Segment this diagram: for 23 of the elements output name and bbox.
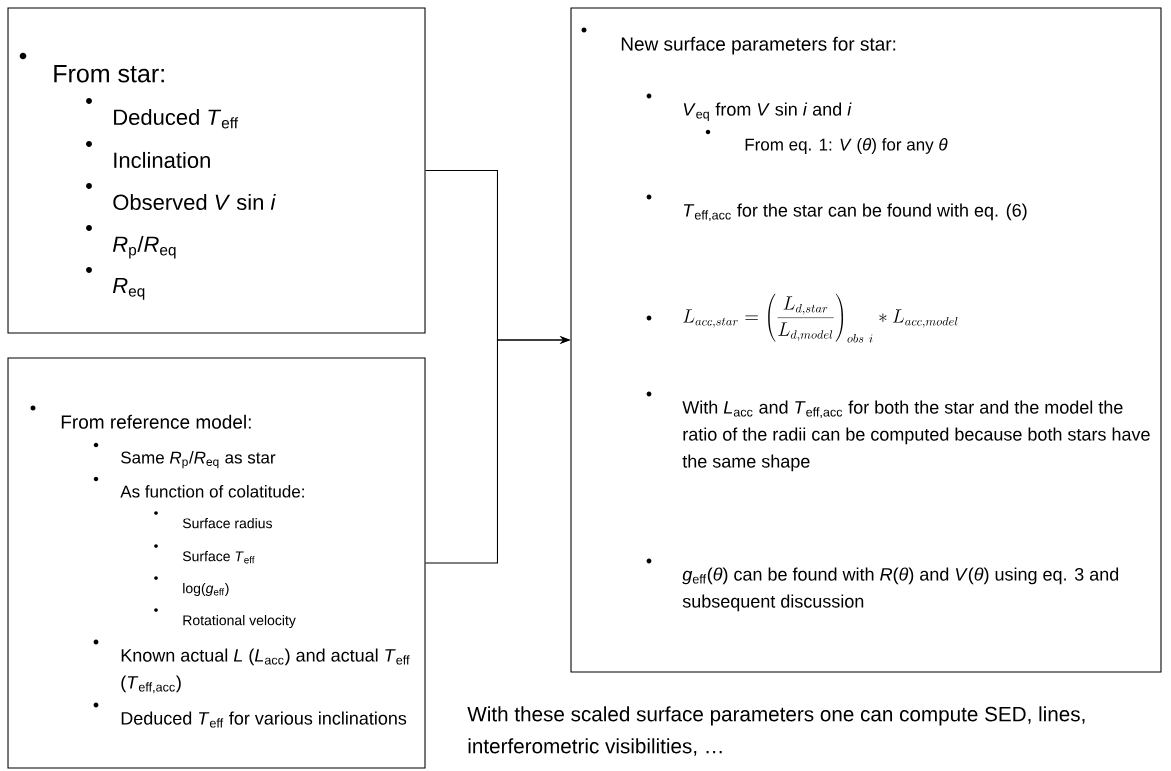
item-text: From eq. 1: V (θ) for any θ xyxy=(745,138,948,154)
item-text: From reference model: xyxy=(61,414,251,429)
item-text: From star: xyxy=(54,65,164,83)
item-text: Deduced T$_{eff}$ xyxy=(114,108,239,129)
item-text: New surface parameters for star: xyxy=(621,36,896,55)
item-text: g$_{eff}$(θ) can be found with R(θ) and V(θ) using eq. 3 and subsequent discussion xyxy=(682,567,1119,612)
item-text: As function of colatitude: xyxy=(120,485,304,498)
item-text: Surface T$_{eff}$ xyxy=(182,551,255,564)
note-text: With these scaled surface parameters one can compute SED, lines, interferometric visibilities, … xyxy=(467,706,1085,756)
item-text: Known actual L (L$_{acc}$) and actual T$_{eff}$ (T$_{eff,acc}$) xyxy=(121,648,410,694)
item-text: R$_{eq}$ xyxy=(112,277,145,300)
item-text: Observed V sin i xyxy=(113,193,276,211)
item-text: V$_{eq}$ from V sin i and i xyxy=(683,102,852,122)
item-text: With L$_{acc}$ and T$_{eff,acc}$ for both the star and the model the ratio of the radii can be computed because both stars have the same shape xyxy=(682,400,1150,472)
item-text: log(g$_{eff}$) xyxy=(183,583,229,597)
item-text: Deduced T$_{eff}$ for various inclinations xyxy=(121,711,407,728)
item-text: Surface radius xyxy=(182,518,272,529)
item-text: T$_{eff,acc}$ for the star can be found with eq. (6) xyxy=(683,203,1027,222)
formula: $L_{acc,star} = \left(\frac{L_{d,star}}{L_{d,model}}\right)_{obs\ i} * L_{acc,model}$ xyxy=(683,293,958,343)
item-text: Same R$_{p}$/R$_{eq}$ as star xyxy=(121,451,276,469)
item-text: Rotational velocity xyxy=(183,615,296,629)
item-text: R$_{p}$/R$_{eq}$ xyxy=(112,235,176,259)
item-text: Inclination xyxy=(114,151,210,169)
